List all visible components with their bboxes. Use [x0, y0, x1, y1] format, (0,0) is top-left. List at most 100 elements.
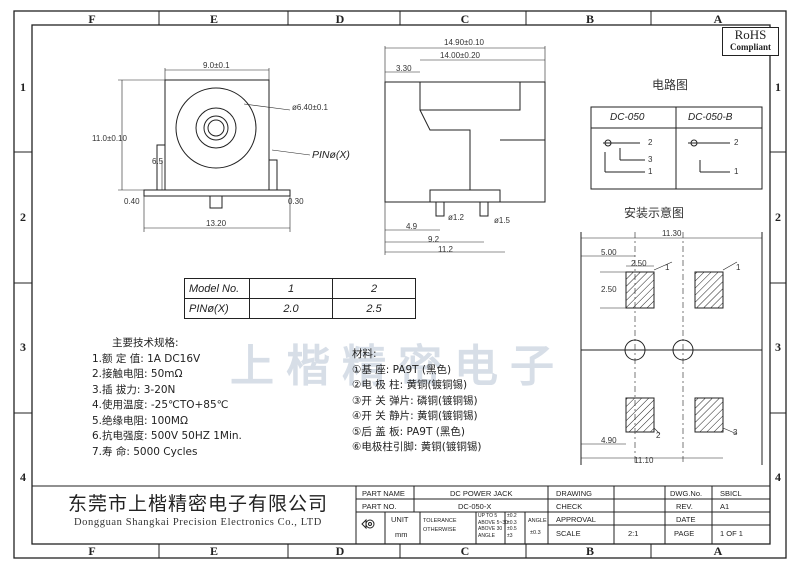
pin-row-label: PINø(X) — [184, 298, 250, 319]
dwg-value: SBICL — [720, 489, 742, 498]
rohs-badge: RoHS Compliant — [722, 27, 779, 56]
layout-callout-3: 3 — [733, 428, 738, 437]
title-block — [32, 485, 770, 544]
side-view — [384, 46, 546, 255]
zone-bottom-D: D — [335, 544, 345, 558]
page-label: PAGE — [674, 529, 695, 538]
tol-value: ±0.5 — [507, 526, 517, 532]
dim-layout-11-30: 11.30 — [662, 229, 682, 238]
tol-value: ±3 — [507, 532, 513, 539]
dim-side-14-90: 14.90±0.10 — [444, 38, 484, 47]
spec-item: 3.插 拔力: 3-20N — [92, 383, 176, 396]
zone-top-D: D — [335, 12, 345, 26]
tol-ranges: UP TO 5 ABOVE 5~30 ABOVE 30 ANGLE — [478, 513, 508, 539]
zone-bottom-B: B — [585, 544, 594, 558]
zone-right-4: 4 — [775, 470, 781, 484]
tol-value: ±0.2 — [507, 513, 517, 519]
unit-value: mm — [395, 530, 408, 539]
circuit-title: 电路图 — [652, 78, 689, 92]
zone-left-2: 2 — [20, 210, 26, 224]
company-name-cn: 东莞市上楷精密电子有限公司 — [67, 493, 328, 515]
spec-item: 5.绝缘电阻: 100MΩ — [92, 414, 189, 427]
drawing-label: DRAWING — [556, 489, 592, 498]
specs-heading: 主要技术规格: — [112, 337, 179, 349]
dim-front-left: 0.40 — [124, 197, 140, 206]
model-label: Model No. — [184, 278, 250, 299]
circuit-pin-1: 1 — [648, 167, 653, 176]
dim-side-phi-1-5: ø1.5 — [494, 216, 511, 225]
tol-range: UP TO 5 — [478, 513, 498, 519]
dim-side-14-00: 14.00±0.20 — [440, 51, 480, 60]
zone-right-2: 2 — [775, 210, 781, 224]
spec-item: 1.额 定 值: 1A DC16V — [92, 352, 201, 365]
dim-layout-2-50-side: 2.50 — [601, 285, 617, 294]
zone-bottom-E: E — [209, 544, 218, 558]
spec-item: 2.接触电阻: 50mΩ — [92, 368, 183, 380]
angle-label: ANGLE — [528, 518, 547, 524]
zone-right-3: 3 — [775, 340, 781, 354]
part-name-label: PART NAME — [362, 489, 405, 498]
watermark: 上楷精密电子 — [230, 341, 566, 392]
zone-bottom-A: A — [713, 544, 723, 558]
rohs-label: RoHS — [734, 27, 767, 42]
zone-left-4: 4 — [20, 470, 26, 484]
dim-side-4-9: 4.9 — [406, 222, 418, 231]
dim-layout-4-90: 4.90 — [601, 436, 617, 445]
dim-front-right: 0.30 — [288, 197, 304, 206]
dim-side-9-2: 9.2 — [428, 235, 440, 244]
pin-label: PINø(X) — [312, 149, 350, 161]
check-label: CHECK — [556, 502, 583, 511]
material-item: ③开 关 弹片: 磷铜(镀铜锡) — [352, 394, 478, 407]
dim-front-height: 11.0±0.10 — [92, 134, 127, 143]
tol-values: ±0.2 ±0.3 ±0.5 ±3 — [507, 513, 517, 539]
rev-value: A1 — [720, 502, 730, 511]
material-item: ①基 座: PA9T (黑色) — [352, 363, 452, 376]
dim-front-width: 9.0±0.1 — [203, 61, 230, 70]
model-value-1: 1 — [249, 278, 333, 299]
circuit-col-dc050: DC-050 — [610, 112, 645, 123]
part-no-label: PART NO. — [362, 502, 397, 511]
pin-value-2: 2.5 — [332, 298, 416, 319]
dim-side-3-30: 3.30 — [396, 64, 412, 73]
material-item: ⑥电极柱引脚: 黄铜(镀铜锡) — [352, 441, 482, 453]
tol-range: ABOVE 5~30 — [478, 519, 508, 526]
dim-layout-11-10: 11.10 — [634, 456, 654, 465]
dim-layout-2-50-top: 2.50 — [631, 259, 647, 268]
dim-front-6-5: 6.5 — [152, 157, 164, 166]
front-view — [118, 68, 311, 232]
zone-top-F: F — [88, 12, 96, 26]
circuit-col-dc050b: DC-050-B — [688, 112, 733, 123]
materials-section: 材料: ①基 座: PA9T (黑色) ②电 极 柱: 黄铜(镀铜锡) ③开 关… — [352, 347, 481, 456]
spec-item: 7.寿 命: 5000 Cycles — [92, 445, 198, 458]
company-name-en: Dongguan Shangkai Precision Electronics … — [73, 517, 322, 528]
tolerance-label: TOLERANCE — [423, 518, 457, 524]
scale-label: SCALE — [556, 529, 581, 538]
page-value: 1 OF 1 — [720, 529, 743, 538]
circuit-b-pin-1: 1 — [734, 167, 739, 176]
specs-section: 主要技术规格: 1.额 定 值: 1A DC16V 2.接触电阻: 50mΩ 3… — [92, 336, 242, 460]
layout-title: 安装示意图 — [624, 206, 685, 220]
circuit-b-pin-2: 2 — [734, 138, 739, 147]
rev-label: REV. — [676, 502, 693, 511]
unit-label: UNIT — [391, 515, 409, 524]
part-no-value: DC-050-X — [458, 502, 492, 511]
date-label: DATE — [676, 515, 696, 524]
circuit-box — [590, 106, 763, 190]
zone-top-E: E — [209, 12, 218, 26]
material-item: ⑤后 盖 板: PA9T (黑色) — [352, 425, 465, 438]
part-name-value: DC POWER JACK — [450, 489, 513, 498]
material-item: ②电 极 柱: 黄铜(镀铜锡) — [352, 379, 468, 391]
zone-top-B: B — [585, 12, 594, 26]
tol-value: ±0.3 — [507, 519, 517, 526]
model-value-2: 2 — [332, 278, 416, 299]
dim-layout-5-00: 5.00 — [601, 248, 617, 257]
zone-top-C: C — [460, 12, 470, 26]
zone-bottom-C: C — [460, 544, 470, 558]
tol-range: ANGLE — [478, 532, 495, 539]
layout-callout-1b: 1 — [736, 263, 741, 272]
zone-left-1: 1 — [20, 80, 26, 94]
material-item: ④开 关 静片: 黄铜(镀铜锡) — [352, 410, 478, 422]
layout-callout-2: 2 — [656, 431, 661, 440]
